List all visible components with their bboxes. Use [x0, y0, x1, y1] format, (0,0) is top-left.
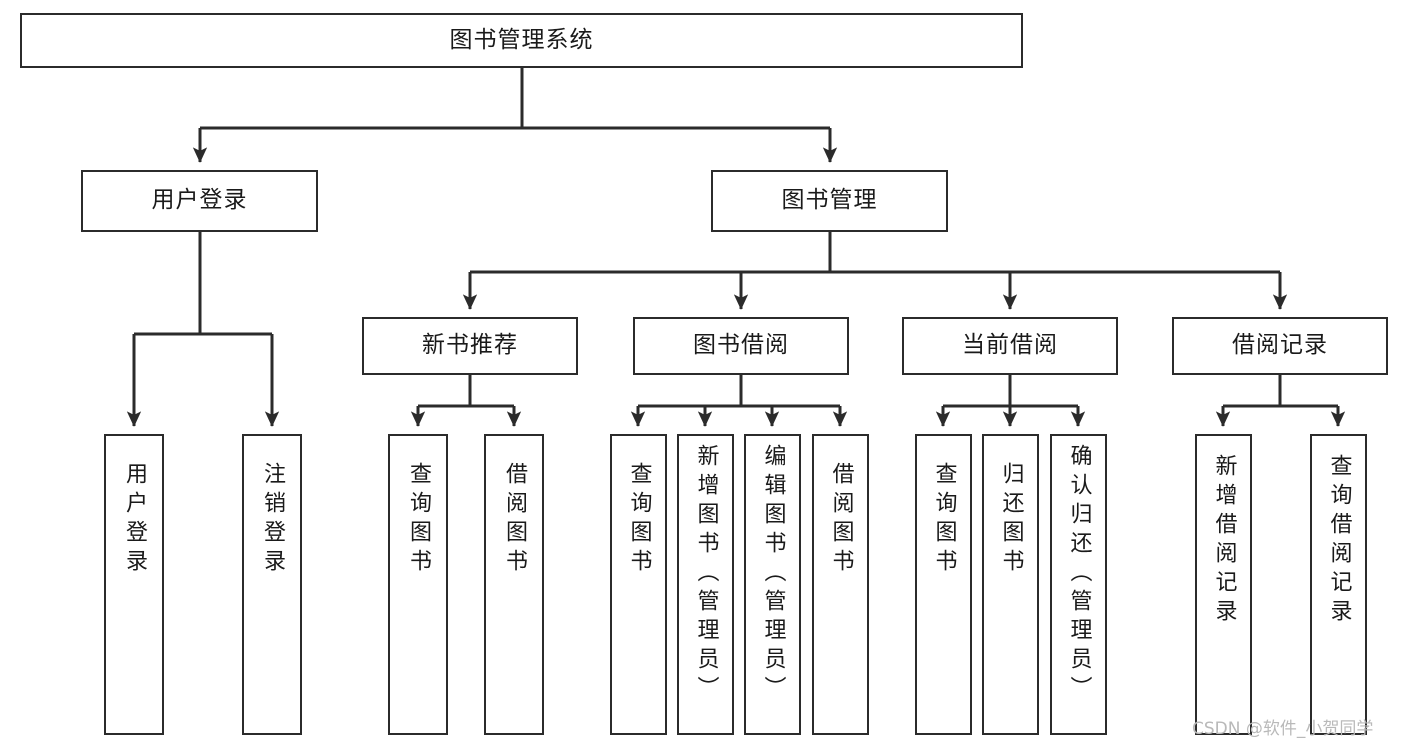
leaf-query-book-borrow-label: 查询图书 — [626, 462, 652, 578]
node-root[interactable]: 图书管理系统 — [20, 13, 1023, 68]
leaf-add-borrow-record-label: 新增借阅记录 — [1211, 454, 1237, 628]
leaf-borrow-book[interactable]: 借阅图书 — [812, 434, 869, 735]
node-user-login-label: 用户登录 — [151, 187, 248, 214]
leaf-edit-book-admin-label: 编辑图书（管理员） — [760, 444, 786, 705]
leaf-query-book-recommend-label: 查询图书 — [406, 462, 431, 578]
leaf-add-book-admin-label: 新增图书（管理员） — [693, 444, 719, 705]
node-borrow-record-label: 借阅记录 — [1232, 332, 1328, 359]
leaf-return-book[interactable]: 归还图书 — [982, 434, 1039, 735]
node-borrow-record[interactable]: 借阅记录 — [1172, 317, 1388, 375]
leaf-user-login[interactable]: 用户登录 — [104, 434, 164, 735]
leaf-add-book-admin[interactable]: 新增图书（管理员） — [677, 434, 734, 735]
node-current-borrow-label: 当前借阅 — [962, 332, 1058, 359]
leaf-return-book-label: 归还图书 — [998, 462, 1024, 578]
leaf-add-borrow-record[interactable]: 新增借阅记录 — [1195, 434, 1252, 735]
leaf-logout-login-label: 注销登录 — [260, 462, 285, 578]
node-user-login[interactable]: 用户登录 — [81, 170, 318, 232]
node-current-borrow[interactable]: 当前借阅 — [902, 317, 1118, 375]
node-book-borrow[interactable]: 图书借阅 — [633, 317, 849, 375]
leaf-query-borrow-record[interactable]: 查询借阅记录 — [1310, 434, 1367, 735]
leaf-query-book-current[interactable]: 查询图书 — [915, 434, 972, 735]
node-book-borrow-label: 图书借阅 — [693, 332, 789, 359]
leaf-query-book-borrow[interactable]: 查询图书 — [610, 434, 667, 735]
leaf-edit-book-admin[interactable]: 编辑图书（管理员） — [744, 434, 801, 735]
leaf-borrow-book-label: 借阅图书 — [828, 462, 854, 578]
leaf-query-book-recommend[interactable]: 查询图书 — [388, 434, 448, 735]
node-root-label: 图书管理系统 — [449, 26, 594, 53]
node-new-book-recommend-label: 新书推荐 — [422, 332, 518, 359]
node-book-management-label: 图书管理 — [781, 187, 878, 214]
leaf-logout-login[interactable]: 注销登录 — [242, 434, 302, 735]
leaf-user-login-label: 用户登录 — [122, 462, 147, 578]
leaf-confirm-return-admin-label: 确认归还（管理员） — [1066, 444, 1092, 705]
csdn-watermark: CSDN @软件_小贺同学 — [1192, 719, 1374, 739]
leaf-query-book-current-label: 查询图书 — [931, 462, 957, 578]
leaf-borrow-book-recommend[interactable]: 借阅图书 — [484, 434, 544, 735]
leaf-query-borrow-record-label: 查询借阅记录 — [1326, 454, 1352, 628]
node-new-book-recommend[interactable]: 新书推荐 — [362, 317, 578, 375]
leaf-confirm-return-admin[interactable]: 确认归还（管理员） — [1050, 434, 1107, 735]
leaf-borrow-book-recommend-label: 借阅图书 — [502, 462, 527, 578]
node-book-management[interactable]: 图书管理 — [711, 170, 948, 232]
